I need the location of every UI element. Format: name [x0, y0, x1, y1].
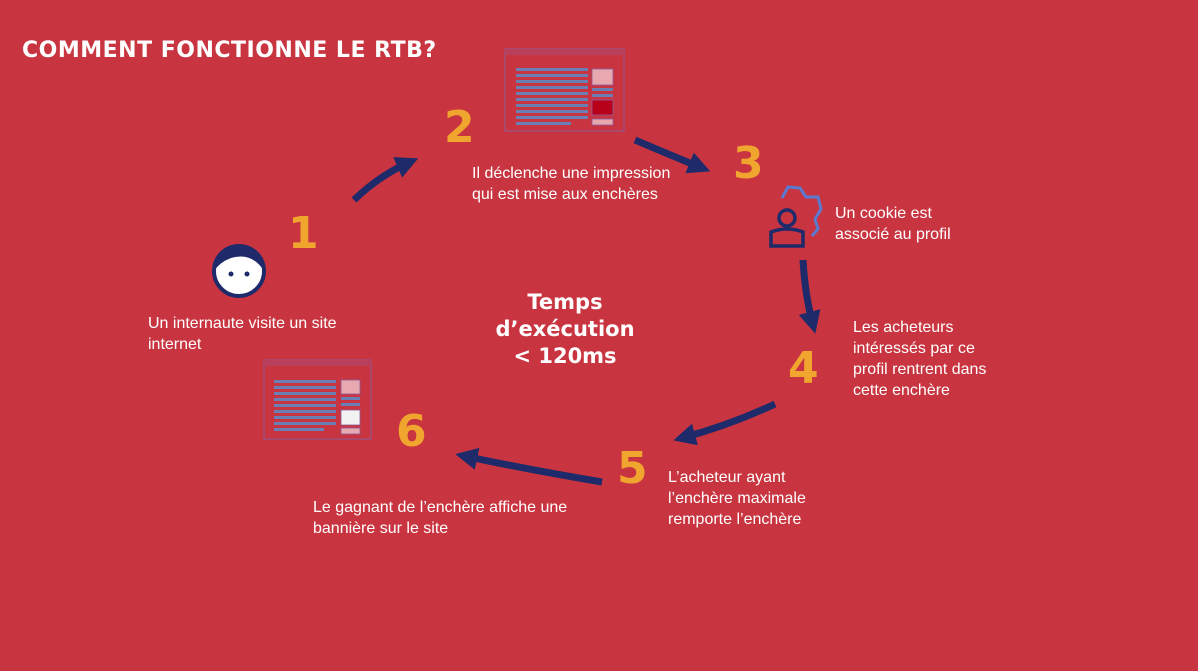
user-gear-icon — [769, 185, 823, 248]
step-4-text: Les acheteurs intéressés par ce profil r… — [853, 319, 987, 399]
execution-time-line-2: d’exécution — [495, 317, 635, 341]
step-3-text: Un cookie est associé au profil — [835, 205, 951, 243]
arrow-2-to-3 — [633, 136, 711, 174]
step-2-number: 2 — [444, 102, 475, 153]
step-4-number: 4 — [788, 343, 819, 394]
execution-time-line-3: < 120ms — [513, 344, 617, 368]
user-face-icon — [212, 244, 266, 298]
execution-time-label: Temps d’exécution < 120ms — [470, 289, 660, 370]
step-6-text: Le gagnant de l’enchère affiche une bann… — [313, 499, 568, 537]
arrow-4-to-5 — [673, 400, 777, 446]
arrow-5-to-6 — [455, 447, 603, 486]
step-1-text: Un internaute visite un site internet — [148, 315, 337, 353]
step-3-number: 3 — [733, 138, 764, 189]
webpage-icon — [504, 48, 625, 132]
step-5-number: 5 — [617, 443, 648, 494]
step-6-number: 6 — [396, 406, 427, 457]
step-1-number: 1 — [288, 208, 319, 259]
arrow-1-to-2 — [351, 157, 419, 203]
step-2-text: Il déclenche une impression qui est mise… — [472, 165, 671, 203]
step-5-text: L’acheteur ayant l’enchère maximale remp… — [668, 469, 806, 528]
webpage-banner-icon — [263, 359, 372, 440]
arrow-3-to-4 — [798, 259, 821, 334]
execution-time-line-1: Temps — [527, 290, 603, 314]
page-title: COMMENT FONCTIONNE LE RTB? — [22, 38, 437, 63]
